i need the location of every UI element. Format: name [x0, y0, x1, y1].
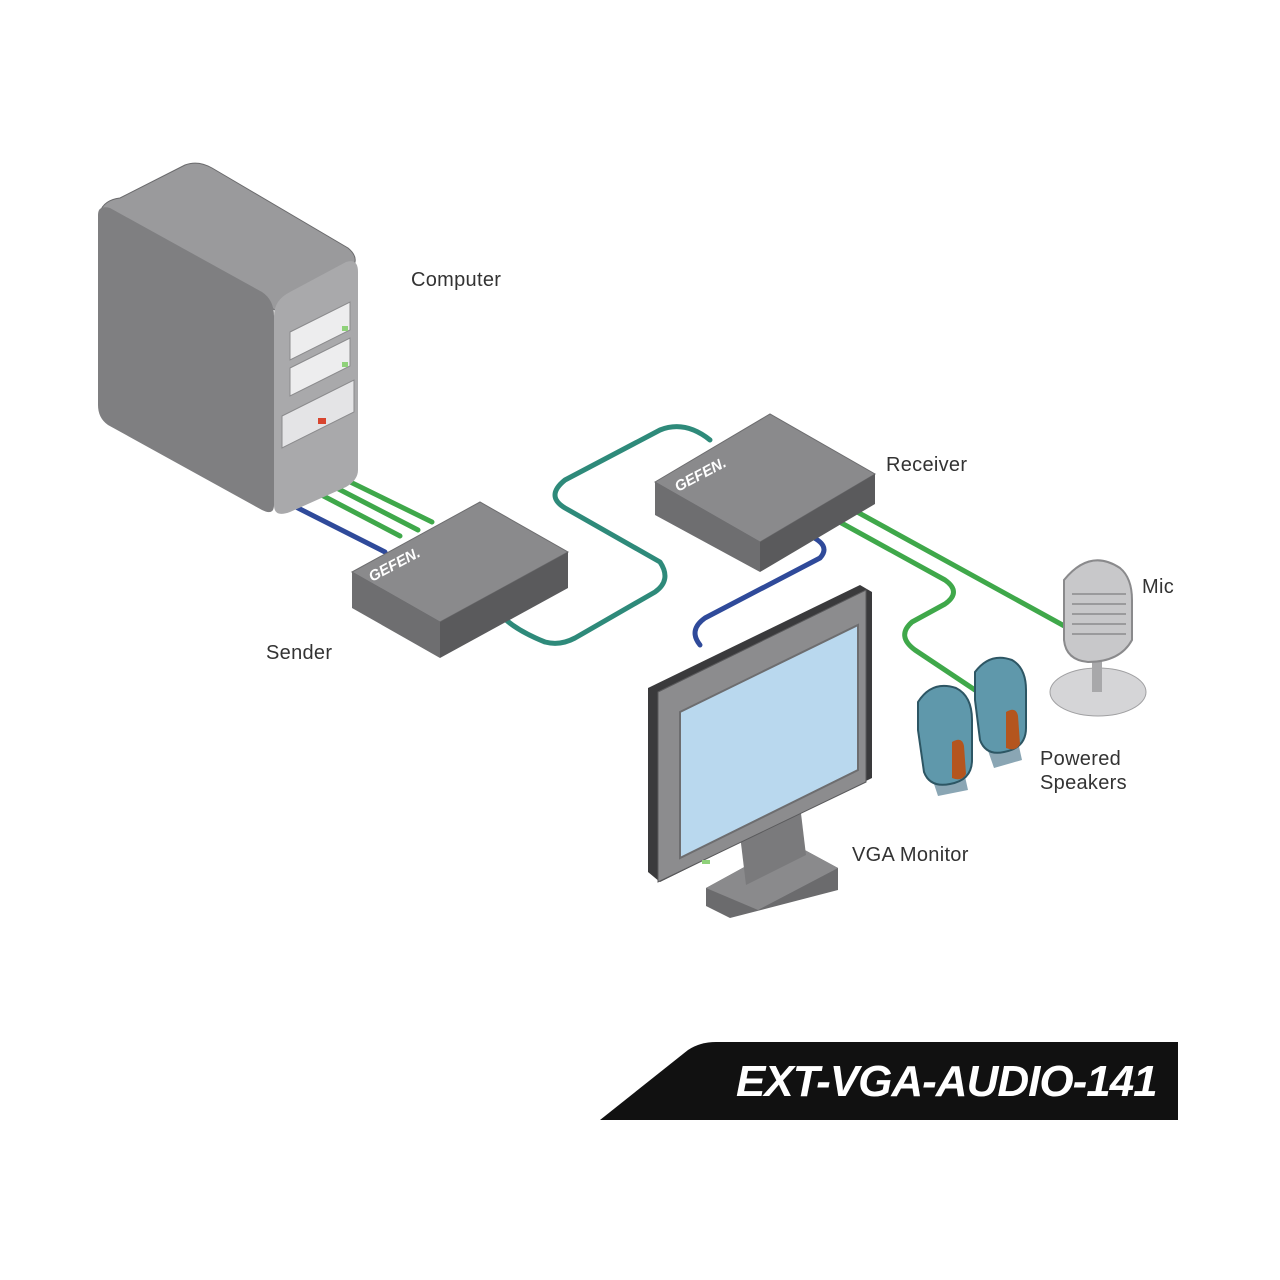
- label-mic: Mic: [1142, 576, 1175, 598]
- powered-speakers: [917, 656, 1027, 796]
- speaker-right: [974, 656, 1027, 768]
- vga-monitor: [648, 585, 872, 918]
- drive-bay-1: [289, 301, 351, 361]
- sender-front-left: [352, 572, 440, 658]
- cat-cable-sender-receiver: [503, 424, 713, 646]
- monitor-power-led: [702, 860, 710, 864]
- audio-cable-receiver-speakers: [833, 517, 978, 693]
- label-receiver: Receiver: [886, 454, 968, 476]
- label-powered-speakers-line2: Speakers: [1040, 772, 1127, 794]
- mic-head: [1063, 559, 1133, 664]
- drive-led-2: [342, 362, 348, 367]
- microphone: [1049, 559, 1147, 717]
- audio-cable-computer-sender-1: [309, 487, 403, 539]
- computer-side: [98, 207, 274, 513]
- computer-tower: [98, 162, 358, 514]
- audio-cable-computer-sender-3: [333, 472, 435, 525]
- model-number: EXT-VGA-AUDIO-141: [736, 1057, 1158, 1106]
- drive-bay-2: [289, 337, 351, 397]
- audio-cable-receiver-mic: [847, 505, 1071, 631]
- model-banner: [600, 1042, 1178, 1120]
- label-vga-monitor: VGA Monitor: [852, 844, 969, 866]
- receiver-front-left: [655, 482, 760, 572]
- receiver-front-right: [760, 474, 875, 572]
- mic-stand: [1092, 650, 1102, 692]
- power-panel: [281, 379, 355, 449]
- audio-cable-computer-sender-2: [322, 479, 421, 533]
- label-powered-speakers-line1: Powered: [1040, 748, 1122, 770]
- vga-cable-computer-sender: [289, 502, 388, 555]
- drive-led-1: [342, 326, 348, 331]
- label-sender: Sender: [266, 642, 333, 664]
- sender-front-right: [440, 552, 568, 658]
- cables: [289, 424, 1071, 693]
- receiver-device: GEFEN.: [654, 413, 876, 572]
- speaker-left: [917, 684, 973, 796]
- power-button: [318, 418, 326, 424]
- monitor-stand-neck: [740, 805, 806, 885]
- label-computer: Computer: [411, 269, 502, 291]
- computer-top: [99, 162, 356, 311]
- vga-cable-receiver-monitor: [692, 532, 827, 648]
- monitor-stand-base-top: [706, 842, 838, 910]
- monitor-screen: [679, 623, 859, 860]
